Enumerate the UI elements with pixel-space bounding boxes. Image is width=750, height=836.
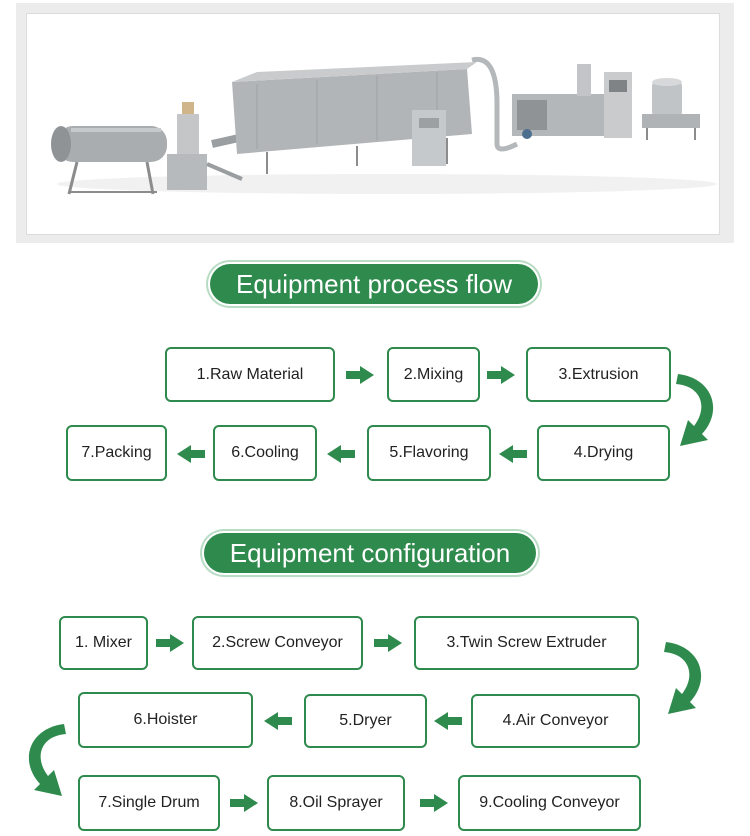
curved-arrow-icon bbox=[28, 724, 66, 796]
arrow-icon bbox=[230, 794, 258, 812]
process-step-cooling: 6.Cooling bbox=[213, 425, 317, 481]
oil-sprayer bbox=[167, 102, 243, 190]
curved-arrow-icon bbox=[676, 374, 714, 446]
mixer-tank bbox=[642, 78, 700, 140]
config-step-oil-sprayer: 8.Oil Sprayer bbox=[267, 775, 405, 831]
config-step-mixer: 1. Mixer bbox=[59, 616, 148, 670]
arrow-icon bbox=[420, 794, 448, 812]
process-step-flavoring: 5.Flavoring bbox=[367, 425, 491, 481]
process-step-drying: 4.Drying bbox=[537, 425, 670, 481]
config-step-dryer: 5.Dryer bbox=[304, 694, 427, 748]
arrow-icon bbox=[264, 712, 292, 730]
arrow-icon bbox=[177, 445, 205, 463]
config-step-screw-conveyor: 2.Screw Conveyor bbox=[192, 616, 363, 670]
configuration-title: Equipment configuration bbox=[204, 533, 536, 573]
process-step-mixing: 2.Mixing bbox=[387, 347, 480, 402]
config-step-cooling-conveyor: 9.Cooling Conveyor bbox=[458, 775, 641, 831]
arrow-icon bbox=[487, 366, 515, 384]
production-line-illustration bbox=[51, 56, 717, 195]
dryer bbox=[232, 62, 477, 174]
config-step-air-conveyor: 4.Air Conveyor bbox=[471, 694, 640, 748]
arrow-icon bbox=[499, 445, 527, 463]
twin-screw-extruder bbox=[512, 64, 632, 139]
arrow-icon bbox=[434, 712, 462, 730]
production-line-photo bbox=[26, 13, 720, 235]
config-step-single-drum: 7.Single Drum bbox=[78, 775, 220, 831]
arrow-icon bbox=[374, 634, 402, 652]
process-flow-title: Equipment process flow bbox=[210, 264, 538, 304]
equipment-photo-frame bbox=[16, 3, 734, 243]
arrow-icon bbox=[346, 366, 374, 384]
curved-arrow-icon bbox=[664, 642, 702, 714]
process-step-extrusion: 3.Extrusion bbox=[526, 347, 671, 402]
process-step-packing: 7.Packing bbox=[66, 425, 167, 481]
drum-machine bbox=[51, 126, 167, 195]
arrow-icon bbox=[156, 634, 184, 652]
config-step-twin-screw-extruder: 3.Twin Screw Extruder bbox=[414, 616, 639, 670]
process-step-raw-material: 1.Raw Material bbox=[165, 347, 335, 402]
arrow-icon bbox=[327, 445, 355, 463]
config-step-hoister: 6.Hoister bbox=[78, 692, 253, 748]
